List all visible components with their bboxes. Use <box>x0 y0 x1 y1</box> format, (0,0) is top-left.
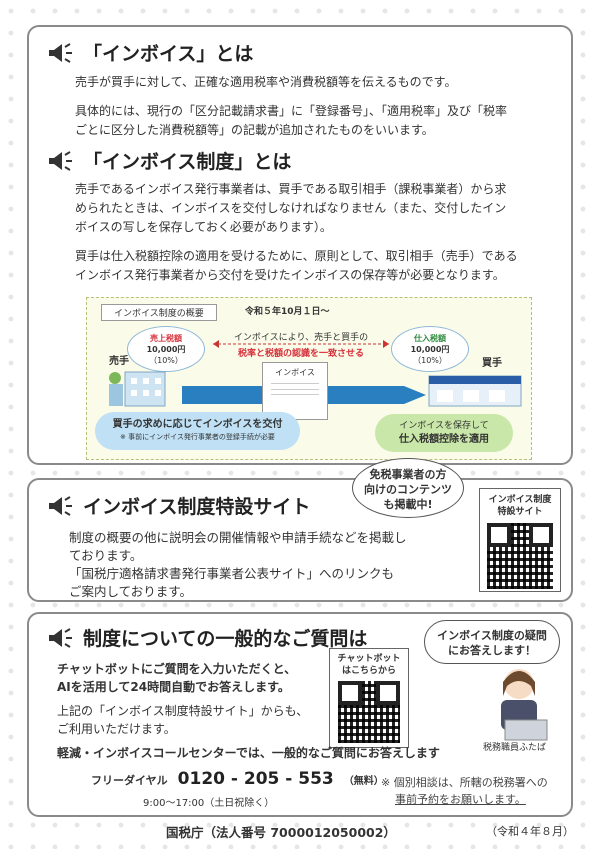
system-title: 「インボイス制度」とは <box>83 151 292 173</box>
sales-tax-label: 売上税額 <box>150 334 182 343</box>
faq-title: 制度についての一般的なご質問は <box>83 628 368 650</box>
right-pill-line2: 仕入税額控除を適用 <box>399 434 489 445</box>
site-speech1: 免税事業者の方 <box>369 468 447 481</box>
invoice-diagram: インボイス制度の概要 令和５年10月１日～ 売上税額 10,000円 （10%）… <box>86 297 532 460</box>
system-p2a: 買手は仕入税額控除の適用を受けるために、原則として、取引相手（売手）である <box>75 249 518 263</box>
faq-heading: 制度についての一般的なご質問は <box>47 624 367 651</box>
center-line1: インボイスにより、売手と買手の <box>233 333 369 343</box>
site-speech2: 向けのコンテンツ <box>364 483 452 496</box>
hours: 9:00～17:00（土日祝除く） <box>143 798 275 809</box>
left-pill-line2: ※ 事前にインボイス発行事業者の登録手続が必要 <box>120 433 275 441</box>
site-speech-bubble: 免税事業者の方 向けのコンテンツ も掲載中! <box>352 458 464 518</box>
megaphone-icon <box>49 150 72 171</box>
site-qr-label1: インボイス制度 <box>488 495 552 505</box>
invoice-panel: 「インボイス」とは 売手が買手に対して、正確な適用税率や消費税額等を伝えるもので… <box>27 25 573 465</box>
site-p1a: 制度の概要の他に説明会の開催情報や申請手続などを掲載し <box>69 530 407 545</box>
freedial-row: フリーダイヤル 0120 - 205 - 553 （無料） <box>91 769 384 789</box>
doc-label: インボイス <box>275 368 315 377</box>
invoice-heading: 「インボイス」とは <box>47 39 253 66</box>
buyer-label: 買手 <box>482 358 502 369</box>
chatbot-qr-box[interactable]: チャットボット はこちらから <box>329 648 409 748</box>
staff-name: 税務職員ふたば <box>483 743 547 753</box>
faq-speech-bubble: インボイス制度の疑問 にお答えします！ <box>424 620 560 664</box>
consult-note2: 事前予約をお願いします。 <box>395 793 526 806</box>
consult-note1: ※ 個別相談は、所轄の税務署への <box>381 776 548 789</box>
site-title: インボイス制度特設サイト <box>83 496 311 518</box>
system-p1c: ボイスの写しを保存しておく必要があります）。 <box>75 220 332 234</box>
system-p1a: 売手であるインボイス発行事業者は、買手である取引相手（課税事業者）から求 <box>75 182 507 196</box>
site-panel: インボイス制度特設サイト 制度の概要の他に説明会の開催情報や申請手続などを掲載し… <box>27 478 573 602</box>
callcenter-text: 軽減・インボイスコールセンターでは、一般的なご質問にお答えします <box>57 746 440 760</box>
sync-arrow-icon <box>213 340 389 348</box>
consult-note: ※ 個別相談は、所轄の税務署への 事前予約をお願いします。 <box>381 774 548 808</box>
diagram-date: 令和５年10月１日～ <box>245 307 330 317</box>
site-qr-code[interactable] <box>487 523 553 589</box>
site-speech3: も掲載中! <box>383 498 433 511</box>
site-p2a: 「国税庁適格請求書発行事業者公表サイト」へのリンクも <box>69 566 395 581</box>
left-pill-line1: 買手の求めに応じてインボイスを交付 <box>112 419 283 430</box>
center-text: インボイスにより、売手と買手の 税率と税額の認識を一致させる <box>221 330 381 362</box>
freedial-number[interactable]: 0120 - 205 - 553 <box>177 769 334 789</box>
invoice-document: インボイス <box>262 362 328 420</box>
system-heading: 「インボイス制度」とは <box>47 147 291 174</box>
right-pill: インボイスを保存して 仕入税額控除を適用 <box>375 414 513 452</box>
seller-building-icon <box>109 371 166 407</box>
invoice-p2a: 具体的には、現行の「区分記載請求書」に「登録番号」、「適用税率」及び「税率 <box>75 104 508 118</box>
purchase-rate: （10%） <box>413 356 447 365</box>
invoice-p1: 売手が買手に対して、正確な適用税率や消費税額等を伝えるものです。 <box>75 75 457 89</box>
agency-footer: 国税庁（法人番号 7000012050002） <box>166 825 396 840</box>
site-heading: インボイス制度特設サイト <box>47 492 310 519</box>
faq-speech2: にお答えします！ <box>448 644 536 657</box>
megaphone-icon <box>49 42 72 63</box>
sales-rate: （10%） <box>149 356 183 365</box>
faq-p2a: 上記の「インボイス制度特設サイト」からも、 <box>57 704 309 718</box>
site-qr-box[interactable]: インボイス制度 特設サイト <box>479 488 561 592</box>
site-p2b: ご案内しております。 <box>69 584 193 599</box>
center-line2: 税率と税額の認識を一致させる <box>237 349 364 359</box>
faq-p2b: ご利用いただけます。 <box>57 722 176 736</box>
right-pill-line1: インボイスを保存して <box>399 421 489 431</box>
sales-tax-bubble: 売上税額 10,000円 （10%） <box>127 326 205 372</box>
staff-avatar-icon <box>501 669 548 741</box>
buyer-store-icon <box>428 375 522 407</box>
invoice-title: 「インボイス」とは <box>83 43 254 65</box>
chatbot-qr-label1: チャットボット <box>337 654 401 664</box>
purchase-amount: 10,000円 <box>410 345 450 354</box>
system-p1b: められたときは、インボイスを交付しなければなりません（また、交付したイン <box>75 201 507 215</box>
system-p2b: インボイス発行事業者から交付を受けたインボイスの保存等が必要となります。 <box>75 268 505 282</box>
faq-p1a: チャットボットにご質問を入力いただくと、 <box>57 662 297 676</box>
freedial-note: （無料） <box>343 776 384 787</box>
megaphone-icon <box>49 495 72 516</box>
invoice-p2b: ごとに区分した消費税額等」の記載が追加されたものをいいます。 <box>75 123 434 137</box>
freedial-label: フリーダイヤル <box>91 774 168 787</box>
seller-label: 売手 <box>109 356 129 367</box>
faq-p1b: AIを活用して24時間自動でお答えします。 <box>57 680 290 694</box>
purchase-tax-bubble: 仕入税額 10,000円 （10%） <box>391 326 469 372</box>
faq-speech1: インボイス制度の疑問 <box>437 629 547 642</box>
date-footer: （令和４年８月） <box>486 825 574 838</box>
left-pill: 買手の求めに応じてインボイスを交付 ※ 事前にインボイス発行事業者の登録手続が必… <box>95 412 300 450</box>
faq-panel: 制度についての一般的なご質問は チャットボットにご質問を入力いただくと、 AIを… <box>27 612 573 817</box>
chatbot-qr-label2: はこちらから <box>341 666 396 676</box>
site-p1b: ております。 <box>69 548 143 563</box>
site-qr-label2: 特設サイト <box>497 507 543 517</box>
sales-amount: 10,000円 <box>146 345 186 354</box>
chatbot-qr-code[interactable] <box>338 681 400 743</box>
diagram-label: インボイス制度の概要 <box>101 304 217 321</box>
purchase-tax-label: 仕入税額 <box>414 334 446 343</box>
megaphone-icon <box>49 627 72 648</box>
